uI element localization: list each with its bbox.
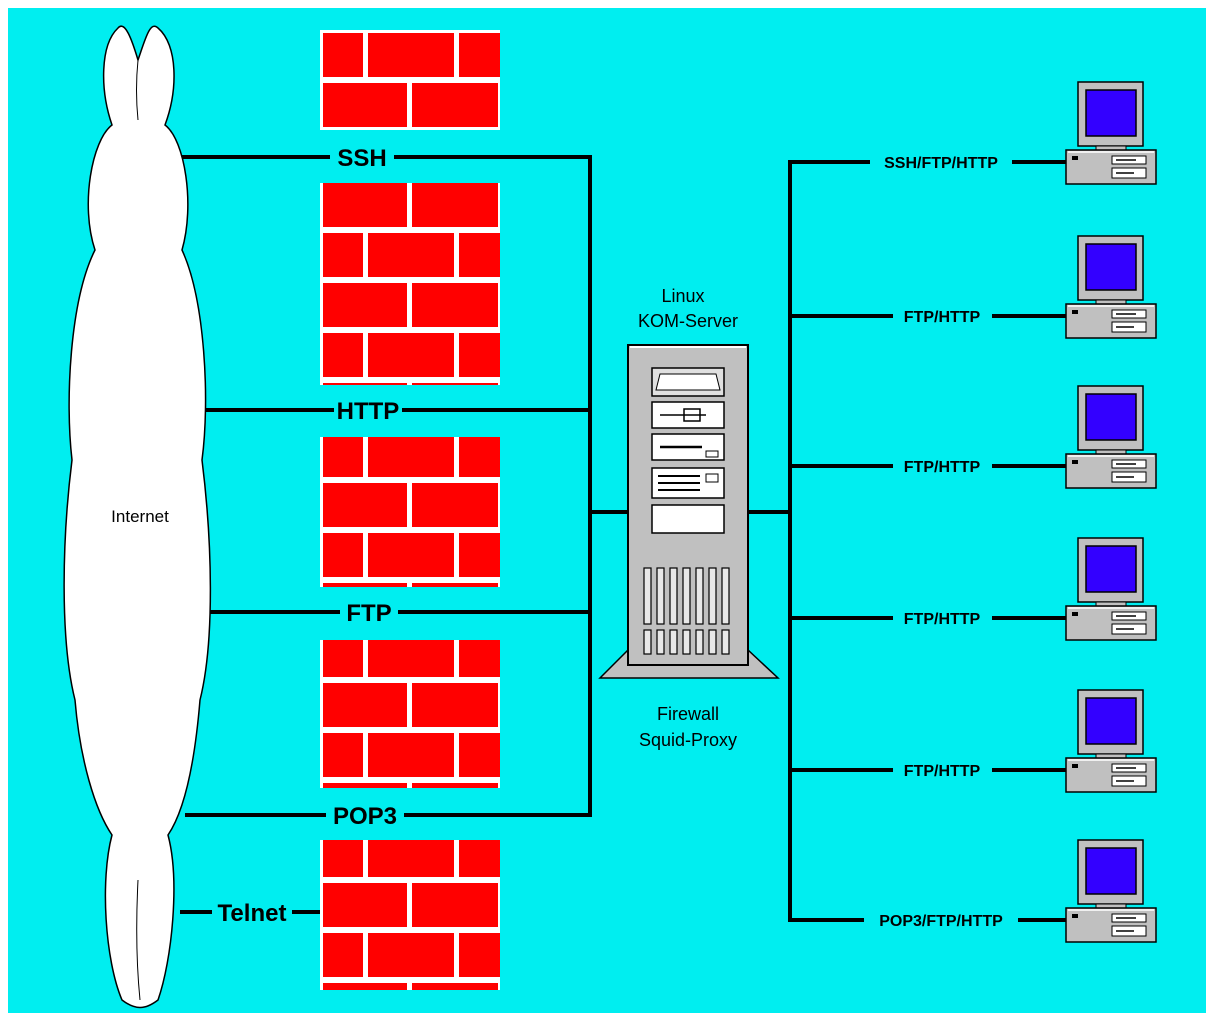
client-2-label: FTP/HTTP [904, 309, 981, 326]
server-title-line2: KOM-Server [638, 311, 738, 331]
client-3-label: FTP/HTTP [904, 459, 981, 476]
ssh-label: SSH [337, 145, 386, 172]
client-4-label: FTP/HTTP [904, 611, 981, 628]
telnet-label: Telnet [218, 900, 287, 927]
client-6-label: POP3/FTP/HTTP [879, 913, 1003, 930]
pop3-label: POP3 [333, 803, 397, 830]
desktop-computer-icon [1066, 386, 1156, 488]
desktop-computer-icon [1066, 690, 1156, 792]
server-caption-line2: Squid-Proxy [639, 730, 737, 750]
desktop-computer-icon [1066, 840, 1156, 942]
desktop-computer-icon [1066, 538, 1156, 640]
client-5-label: FTP/HTTP [904, 763, 981, 780]
firewall-brick-wall [320, 437, 500, 587]
http-label: HTTP [337, 398, 400, 425]
desktop-computer-icon [1066, 236, 1156, 338]
firewall-brick-wall [320, 30, 500, 130]
server-caption-line1: Firewall [657, 704, 719, 724]
firewall-brick-wall [320, 640, 500, 788]
desktop-computer-icon [1066, 82, 1156, 184]
internet-label: Internet [111, 507, 169, 526]
firewall-brick-wall [320, 840, 500, 990]
firewall-brick-wall [320, 183, 500, 385]
client-1-label: SSH/FTP/HTTP [884, 155, 998, 172]
server-title-line1: Linux [661, 286, 704, 306]
ftp-label: FTP [346, 600, 391, 627]
